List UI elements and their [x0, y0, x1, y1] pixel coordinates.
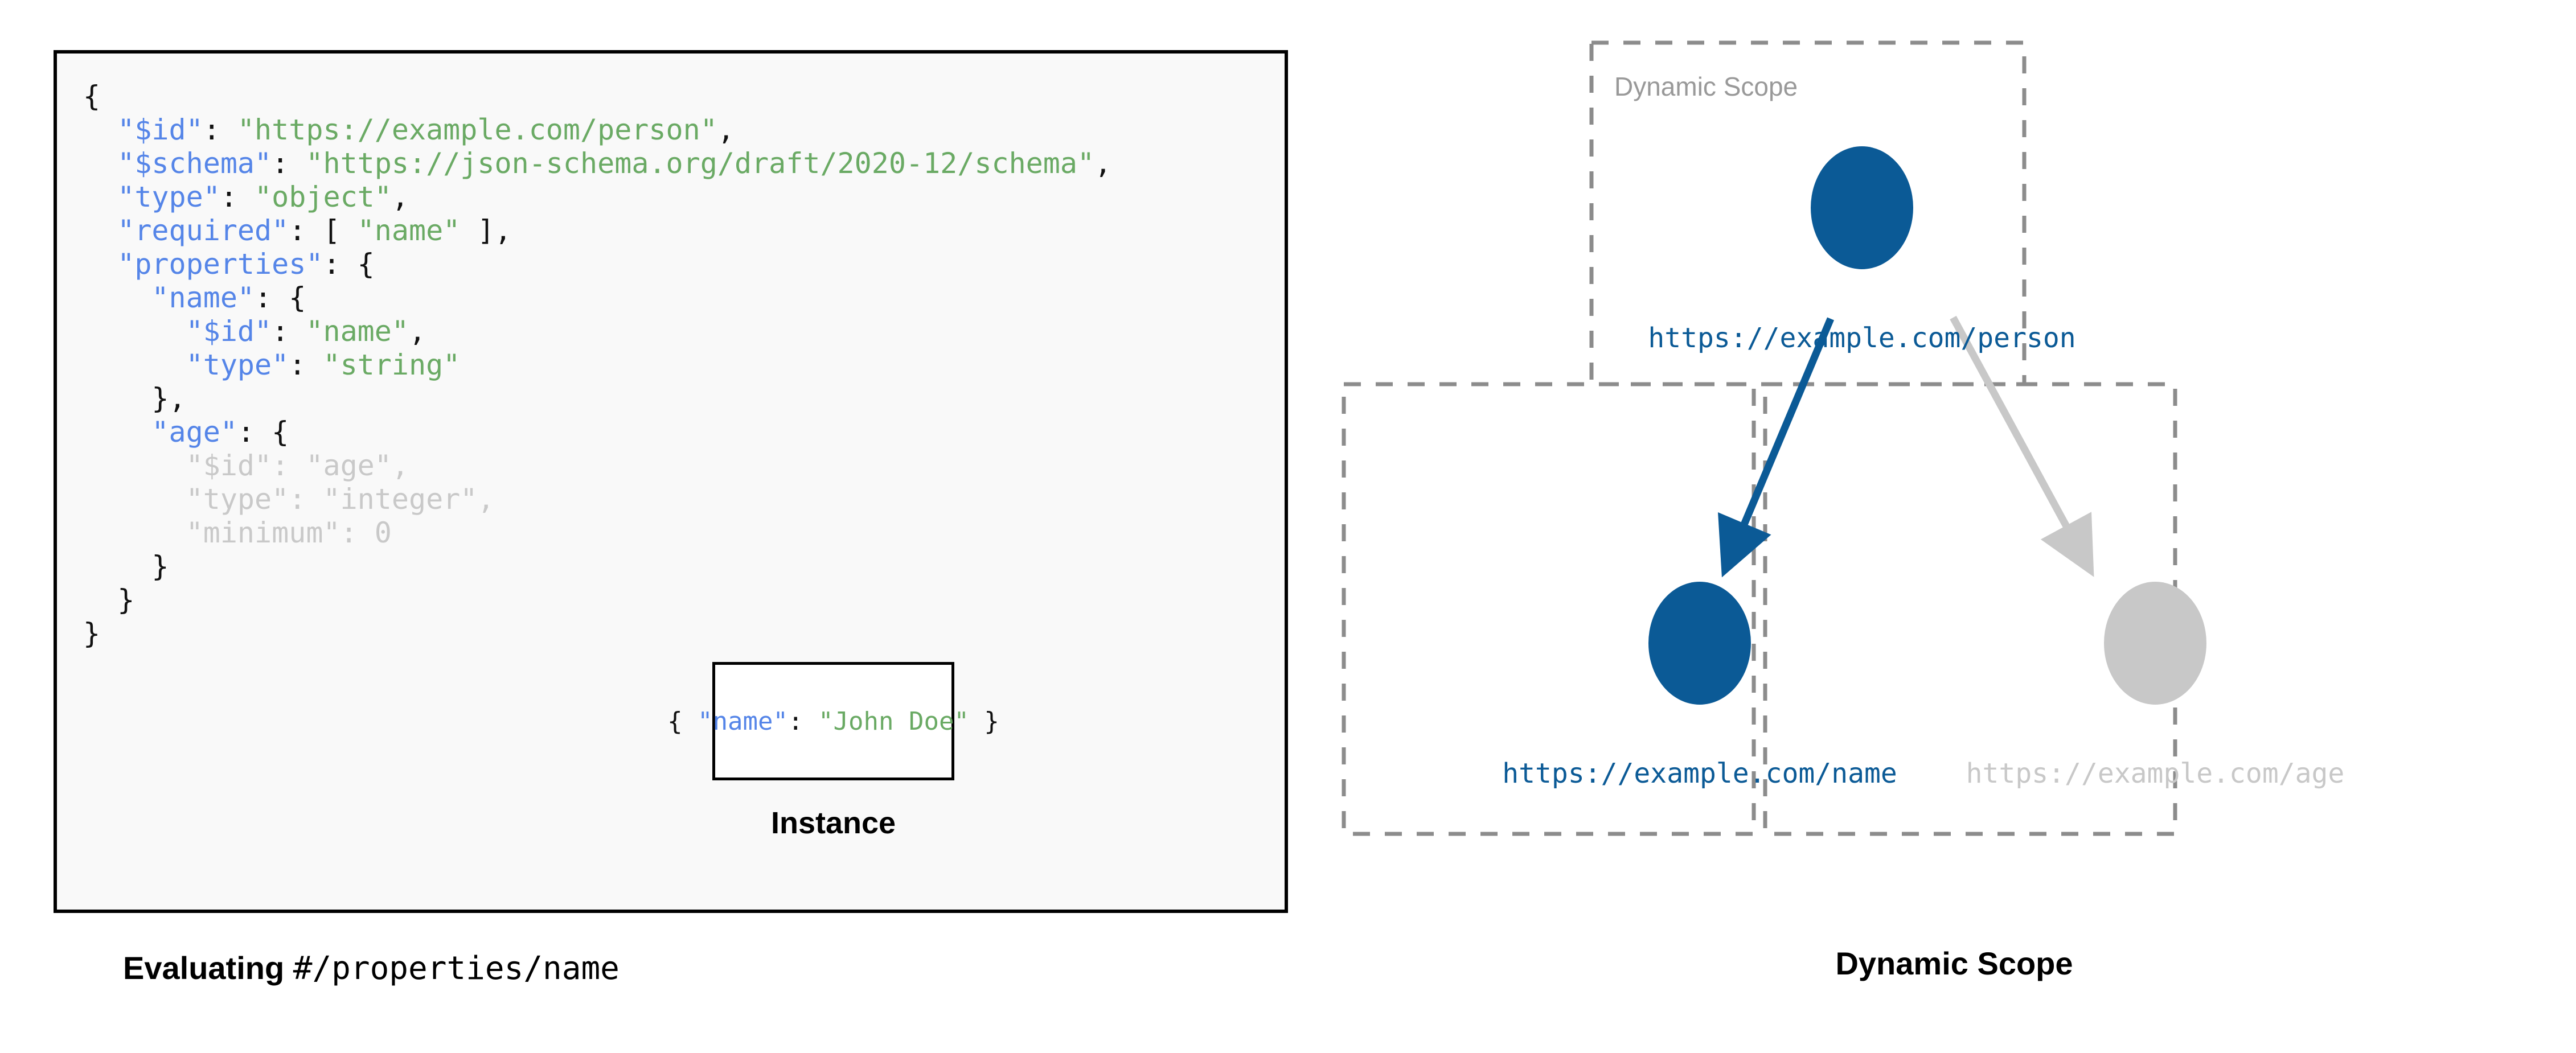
scope-box-age: [1763, 382, 2177, 836]
instance-json-code: { "name": "John Doe" }: [667, 707, 999, 736]
code-token: "integer": [323, 483, 478, 516]
code-token: ],: [460, 214, 512, 247]
code-token: "name": [357, 214, 461, 247]
instance-token: "name": [698, 706, 789, 736]
code-line: },: [83, 382, 1111, 416]
code-token: ,: [408, 315, 426, 348]
instance-token: "John Doe": [818, 706, 969, 736]
node-age-circle[interactable]: [2104, 582, 2206, 705]
node-name-label: https://example.com/name: [1502, 758, 1897, 789]
left-caption: Evaluating #/properties/name: [123, 949, 620, 987]
scope-box-name: [1342, 382, 1756, 836]
code-token: "type": [117, 180, 220, 213]
code-token: "https://json-schema.org/draft/2020-12/s…: [306, 147, 1095, 180]
node-name-circle[interactable]: [1648, 582, 1751, 705]
dynamic-scope-diagram: Dynamic Scope https://example.com/person…: [1342, 40, 2345, 836]
instance-token: {: [667, 706, 698, 736]
code-token: : {: [255, 281, 306, 314]
code-token: ,: [391, 449, 409, 482]
code-token: :: [340, 516, 375, 549]
instance-token: }: [969, 706, 999, 736]
code-token: :: [220, 180, 255, 213]
code-token: "age": [306, 449, 392, 482]
code-token: "name": [306, 315, 409, 348]
code-token: ,: [1094, 147, 1112, 180]
code-line: "type": "integer",: [83, 483, 1111, 516]
code-token: : {: [323, 248, 375, 281]
code-line: }: [83, 550, 1111, 583]
code-token: ,: [477, 483, 495, 516]
edge-person-to-name: [1718, 317, 1834, 578]
node-person-circle[interactable]: [1811, 146, 1913, 269]
code-token: },: [151, 382, 186, 415]
code-token: ,: [717, 113, 735, 146]
code-token: }: [151, 550, 169, 583]
code-token: :: [272, 315, 306, 348]
right-caption: Dynamic Scope: [1835, 945, 2073, 981]
code-token: : {: [237, 416, 289, 449]
code-token: "age": [151, 416, 237, 449]
node-age-label: https://example.com/age: [1966, 758, 2345, 789]
code-token: "properties": [117, 248, 323, 281]
schema-code-panel: { "$id": "https://example.com/person", "…: [54, 50, 1288, 913]
instance-box: { "name": "John Doe" }: [667, 662, 999, 780]
code-token: {: [83, 80, 101, 113]
code-token: }: [83, 617, 101, 650]
code-token: :: [203, 113, 237, 146]
code-token: :: [289, 348, 323, 381]
code-line: }: [83, 617, 1111, 651]
edge-person-to-age: [1950, 315, 2094, 577]
scope-box-label: Dynamic Scope: [1614, 72, 1798, 101]
instance-label: Instance: [770, 806, 896, 840]
code-line: "type": "object",: [83, 180, 1111, 214]
schema-json-code: { "$id": "https://example.com/person", "…: [83, 80, 1111, 651]
code-token: 0: [374, 516, 392, 549]
code-line: "age": {: [83, 416, 1111, 449]
code-token: "type": [186, 348, 289, 381]
code-line: "required": [ "name" ],: [83, 214, 1111, 248]
code-token: "name": [151, 281, 255, 314]
code-token: ,: [391, 180, 409, 213]
left-caption-bold: Evaluating: [123, 950, 293, 986]
code-token: "string": [323, 348, 461, 381]
code-token: "$id": [117, 113, 203, 146]
code-line: "$id": "name",: [83, 315, 1111, 348]
code-line: "type": "string": [83, 348, 1111, 382]
node-person-label: https://example.com/person: [1648, 322, 2075, 354]
left-caption-pointer: #/properties/name: [293, 950, 620, 987]
code-token: :: [289, 483, 323, 516]
code-token: }: [117, 583, 135, 616]
code-token: "https://example.com/person": [237, 113, 717, 146]
code-token: : [: [289, 214, 358, 247]
code-token: "$id": [186, 315, 272, 348]
code-line: }: [83, 583, 1111, 617]
code-line: "$id": "age",: [83, 449, 1111, 483]
code-token: "type": [186, 483, 289, 516]
code-token: :: [272, 147, 306, 180]
code-token: "required": [117, 214, 289, 247]
code-line: "$schema": "https://json-schema.org/draf…: [83, 147, 1111, 180]
code-line: "properties": {: [83, 248, 1111, 281]
code-token: "$id": [186, 449, 272, 482]
code-line: "minimum": 0: [83, 516, 1111, 550]
code-line: "$id": "https://example.com/person",: [83, 113, 1111, 147]
schema-panel-region: { "$id": "https://example.com/person", "…: [54, 50, 1288, 987]
instance-token: :: [788, 706, 819, 736]
code-line: {: [83, 80, 1111, 113]
code-token: "$schema": [117, 147, 272, 180]
code-token: "minimum": [186, 516, 341, 549]
code-token: :: [272, 449, 306, 482]
dynamic-scope-region: Dynamic Scope https://example.com/person…: [1332, 0, 2576, 1053]
code-line: "name": {: [83, 281, 1111, 315]
code-token: "object": [255, 180, 392, 213]
